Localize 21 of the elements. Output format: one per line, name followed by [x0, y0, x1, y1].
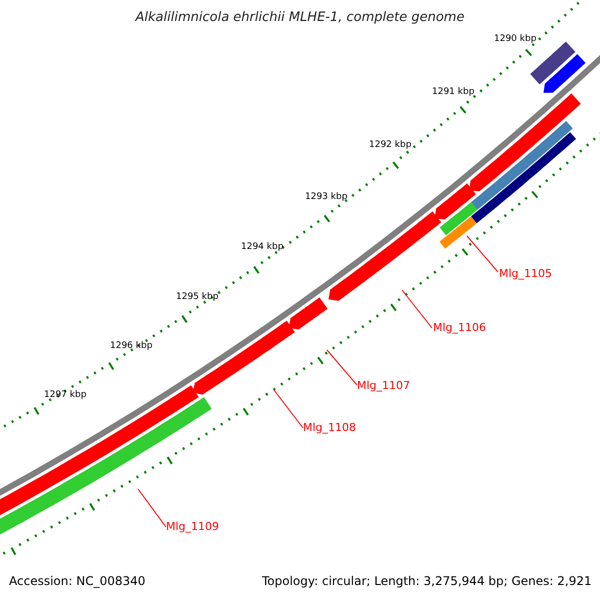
- gene-label: Mlg_1106: [433, 322, 486, 333]
- leader-line: [466, 236, 498, 272]
- tick-label: 1292 kbp: [369, 141, 412, 150]
- leader-line: [326, 350, 358, 386]
- gene-label: Mlg_1107: [357, 380, 410, 391]
- accession-text: Accession: NC_008340: [9, 575, 146, 587]
- tick-label: 1291 kbp: [432, 88, 474, 97]
- tick-label: 1290 kbp: [494, 35, 536, 44]
- leader-line: [138, 488, 166, 528]
- gene-label: Mlg_1105: [499, 268, 552, 279]
- genome-info-text: Topology: circular; Length: 3,275,944 bp; Genes: 2,921: [262, 575, 592, 587]
- tick-label: 1293 kbp: [305, 193, 348, 202]
- leader-line: [274, 390, 304, 428]
- gene-label: Mlg_1109: [166, 521, 220, 532]
- leader-line: [402, 290, 432, 328]
- title: Alkalilimnicola ehrlichii MLHE-1, complete genome: [134, 11, 466, 24]
- tick-label: 1295 kbp: [176, 293, 218, 302]
- gene-label: Mlg_1108: [303, 422, 356, 433]
- tick-label: 1296 kbp: [110, 342, 152, 351]
- tick-label: 1297 kbp: [44, 391, 86, 400]
- tick-label: 1294 kbp: [241, 243, 284, 252]
